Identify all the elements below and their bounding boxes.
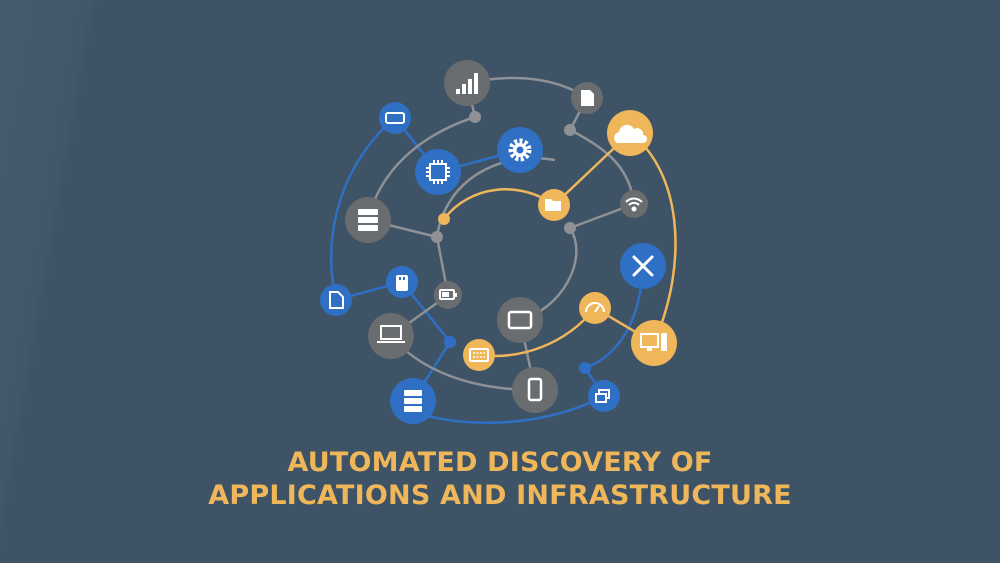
folder-node [538, 189, 570, 221]
junction-dots [431, 111, 591, 374]
hard-drive-icon [385, 112, 405, 124]
usb-stick-node [386, 266, 418, 298]
laptop-icon [377, 325, 405, 343]
orange-arc-inner [443, 188, 555, 220]
keyboard-node [463, 339, 495, 371]
keyboard-icon [469, 348, 489, 362]
laptop-node [368, 313, 414, 359]
tablet-icon [507, 310, 533, 330]
tools-node [620, 243, 666, 289]
hard-drive-node [379, 102, 411, 134]
junction-dot [564, 124, 576, 136]
server-stack-node [345, 197, 391, 243]
document-node [320, 284, 352, 316]
desktop-computer-node [631, 320, 677, 366]
sd-card-icon [581, 90, 594, 106]
smartphone-icon [527, 377, 543, 402]
cpu-chip-icon [426, 160, 450, 184]
wifi-node [620, 190, 648, 218]
folder-icon [545, 199, 561, 211]
junction-dot [438, 213, 450, 225]
windows-icon [595, 389, 610, 403]
junction-dot [469, 111, 481, 123]
tools-icon [632, 255, 654, 277]
battery-icon [439, 289, 457, 300]
speedometer-node [579, 292, 611, 324]
signal-bars-node [444, 60, 490, 106]
smartphone-node [512, 367, 558, 413]
signal-bars-icon [456, 73, 478, 94]
usb-stick-icon [396, 275, 408, 291]
tablet-node [497, 297, 543, 343]
blue-arc-left [329, 117, 396, 301]
gear-node [497, 127, 543, 173]
headline-line-2: APPLICATIONS AND INFRASTRUCTURE [208, 480, 792, 511]
windows-node [588, 380, 620, 412]
server-stack-icon [358, 209, 378, 231]
junction-dot [431, 231, 443, 243]
junction-dot [444, 336, 456, 348]
battery-node [434, 281, 462, 309]
document-icon [329, 291, 344, 309]
sd-card-node [571, 82, 603, 114]
database-icon [404, 390, 422, 412]
cloud-node [607, 110, 653, 156]
desktop-computer-icon [640, 333, 667, 351]
database-node [390, 378, 436, 424]
junction-dot [564, 222, 576, 234]
speedometer-icon [585, 302, 605, 313]
cpu-chip-node [415, 149, 461, 195]
cloud-icon [614, 124, 647, 143]
orange-arc-outer-right [629, 131, 677, 344]
gear-icon [508, 138, 532, 162]
headline-line-1: AUTOMATED DISCOVERY OF [287, 447, 713, 478]
junction-dot [579, 362, 591, 374]
wifi-icon [625, 197, 643, 212]
